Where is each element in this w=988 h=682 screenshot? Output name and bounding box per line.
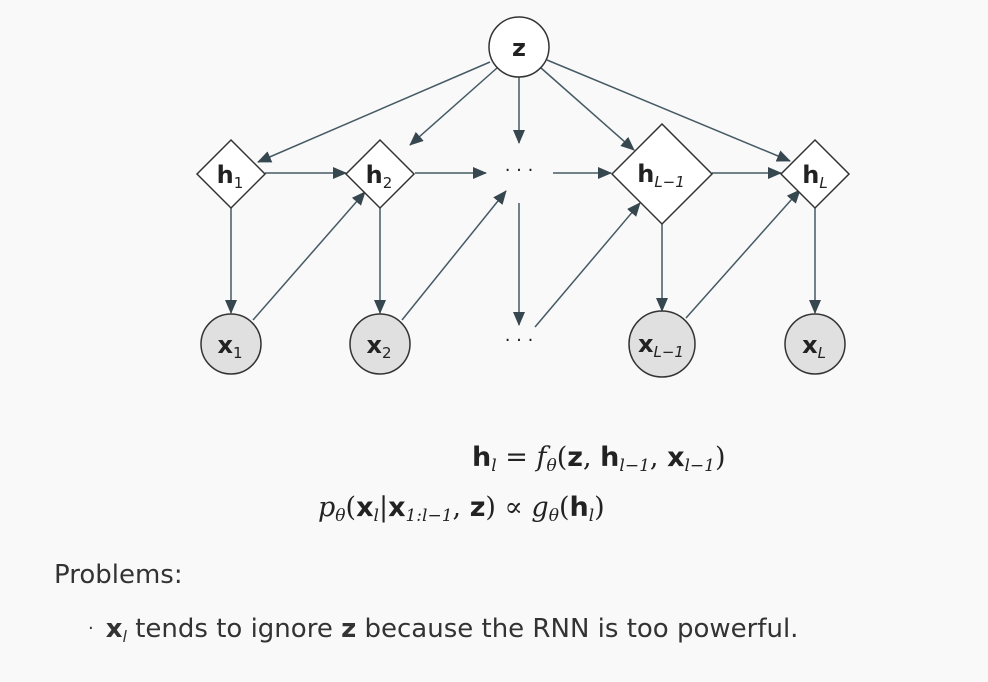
bullet-dot: ·	[88, 618, 94, 639]
edge-z-h1	[257, 61, 491, 163]
edge-z-h2	[409, 67, 498, 146]
problems-heading: Problems:	[54, 560, 183, 590]
ellipsis-bottom: · · ·	[505, 330, 534, 351]
node-h2	[344, 138, 416, 210]
edge-z-hL1	[540, 67, 635, 151]
node-xL1	[628, 310, 696, 378]
graphical-model-diagram: z h1 h2 hL−1 hL · · · · · · x1 x2 xL−1 x…	[195, 16, 851, 378]
edge-dots-hL1-diag	[534, 202, 641, 328]
edge-z-hL	[546, 59, 791, 162]
node-h1-label: h1	[217, 161, 244, 192]
ellipsis-top: · · ·	[505, 160, 534, 181]
node-hL1	[610, 122, 714, 226]
node-hL	[779, 138, 851, 210]
node-xL-label: xL	[802, 331, 826, 362]
edge-x2-dots	[401, 190, 507, 321]
equation-hidden-update: hl = fθ(z, hl−1, xl−1)	[472, 442, 726, 476]
node-x1	[200, 313, 262, 375]
edge-x1-h2	[252, 191, 366, 321]
node-x2-label: x2	[366, 331, 391, 362]
problem-var: x	[105, 614, 123, 644]
node-z	[488, 16, 550, 78]
equation-likelihood: pθ(xl|x1:l−1, z) ∝ gθ(hl)	[318, 492, 605, 526]
node-x1-label: x1	[217, 331, 242, 362]
node-z-label: z	[512, 34, 526, 62]
problem-item: ·xl tends to ignore z because the RNN is…	[88, 614, 799, 646]
node-xL1-label: xL−1	[638, 330, 684, 361]
node-xL	[784, 313, 846, 375]
node-h2-label: h2	[366, 161, 393, 192]
edge-xL1-hL	[685, 189, 801, 319]
node-x2	[349, 313, 411, 375]
node-h1	[195, 138, 267, 210]
node-hL-label: hL	[802, 161, 827, 192]
node-hL1-label: hL−1	[637, 160, 685, 191]
